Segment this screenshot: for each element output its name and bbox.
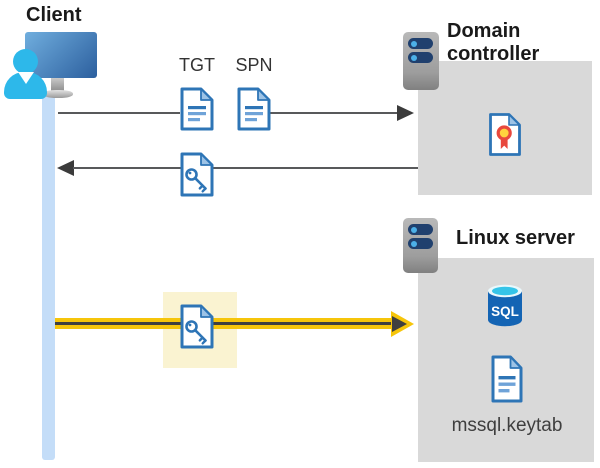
keytab-document-icon (489, 354, 525, 405)
response-arrowhead-icon (57, 160, 74, 176)
request-arrow-line-right (262, 112, 398, 114)
linux-server-icon (403, 218, 438, 273)
monitor-stand-icon (51, 78, 64, 91)
sql-label: SQL (491, 304, 519, 319)
domain-controller-server-icon (403, 32, 439, 90)
request-arrow-line-left (58, 112, 180, 114)
spn-label: SPN (235, 55, 273, 75)
user-body-icon (4, 72, 47, 99)
client-lifeline (42, 95, 55, 460)
response-arrow-line-left (73, 167, 203, 169)
sql-database-icon: SQL (485, 283, 525, 328)
client-label: Client (26, 4, 82, 26)
user-head-icon (13, 49, 38, 74)
tgt-document-icon (178, 86, 216, 132)
auth-arrow-shaft (55, 318, 392, 329)
monitor-base-icon (43, 90, 73, 98)
spn-document-icon (235, 86, 273, 132)
response-arrow-line-right (212, 167, 418, 169)
auth-arrowhead-inner-icon (392, 316, 407, 332)
request-arrowhead-icon (397, 105, 414, 121)
certificate-icon (487, 112, 523, 157)
user-collar-icon (17, 72, 34, 84)
keytab-label: mssql.keytab (451, 415, 563, 436)
tgt-label: TGT (179, 55, 215, 75)
keytab-key-document-icon (178, 303, 216, 350)
linux-server-label: Linux server (456, 227, 575, 249)
domain-controller-label: Domain controller (447, 20, 540, 65)
ticket-key-document-icon (178, 151, 216, 198)
client-monitor-icon (25, 32, 97, 78)
